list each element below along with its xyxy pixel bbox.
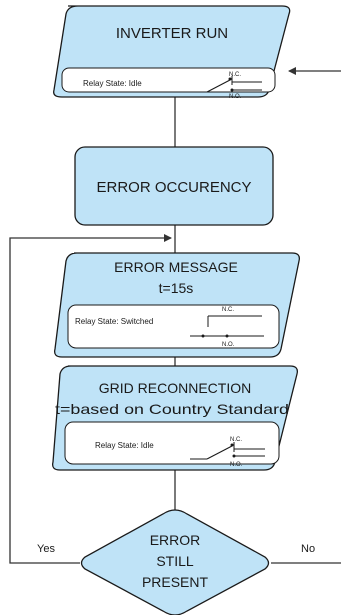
error-message-relay-text: Relay State: Switched (75, 317, 153, 326)
grid-reconnection-subtitle: t=based on Country Standard (55, 401, 289, 417)
inverter-run-no-label: N.O. (229, 94, 242, 100)
grid-reconnection-relay-text: Relay State: Idle (95, 441, 154, 450)
relay-switch-switched-icon (190, 315, 264, 338)
no-label: No (301, 543, 315, 555)
decision-line-1: ERROR (150, 532, 201, 548)
inverter-run-title: INVERTER RUN (116, 25, 228, 42)
yes-label: Yes (37, 543, 55, 555)
inverter-run-relay-panel (61, 67, 276, 93)
grid-reconnection-relay-panel (64, 421, 280, 465)
error-message-subtitle: t=15s (159, 280, 194, 296)
error-message-nc-label: N.C. (222, 307, 234, 313)
error-still-present-decision: ERROR STILL PRESENT (80, 509, 270, 615)
error-message-no-label: N.O. (222, 342, 235, 348)
error-occurency-shape (74, 146, 274, 226)
decision-diamond-shape (80, 509, 270, 615)
yes-loop-line (9, 234, 172, 564)
error-occurency-block: ERROR OCCURENCY (74, 146, 274, 226)
grid-reconnection-nc-label: N.C. (230, 437, 242, 443)
inverter-run-block: INVERTER RUN Relay State: Idle N.C. N.O. (53, 5, 291, 100)
grid-reconnection-block: GRID RECONNECTION t=based on Country Sta… (52, 365, 298, 471)
inverter-run-relay-text: Relay State: Idle (83, 79, 142, 88)
error-occurency-title: ERROR OCCURENCY (96, 179, 251, 196)
relay-switch-idle-icon-2 (190, 442, 265, 460)
inverter-run-nc-label: N.C. (229, 72, 241, 78)
error-message-title: ERROR MESSAGE (114, 259, 238, 275)
grid-reconnection-title: GRID RECONNECTION (99, 380, 251, 396)
relay-switch-idle-icon (190, 76, 262, 93)
grid-reconnection-no-label: N.O. (230, 462, 243, 468)
error-message-block: ERROR MESSAGE t=15s Relay State: Switche… (54, 252, 300, 358)
error-message-relay-panel (67, 304, 280, 349)
decision-line-2: STILL (156, 553, 194, 569)
decision-line-3: PRESENT (142, 574, 209, 590)
